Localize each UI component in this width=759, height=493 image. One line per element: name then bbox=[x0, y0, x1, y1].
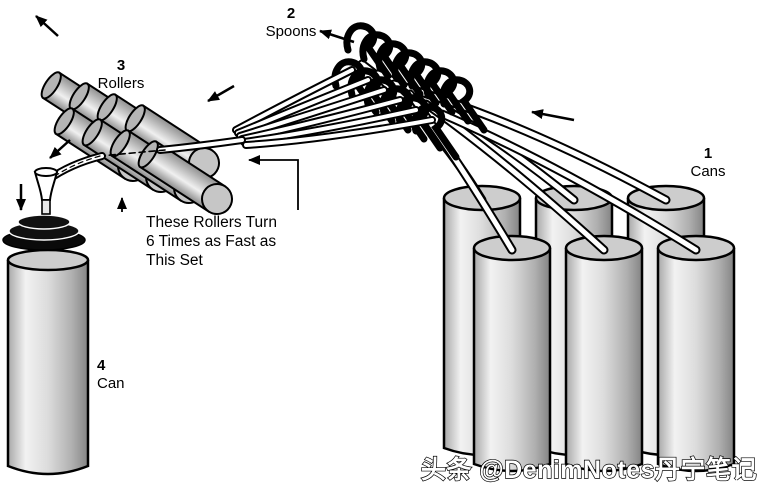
can-cylinder bbox=[656, 234, 736, 473]
label-rollers-text: Rollers bbox=[98, 75, 145, 92]
flow-arrow bbox=[49, 139, 71, 159]
callout: These Rollers Turn 6 Times as Fast as Th… bbox=[117, 155, 299, 269]
label-cans-text: Cans bbox=[690, 163, 725, 180]
label-cans-number: 1 bbox=[704, 145, 712, 162]
roller-set-front bbox=[53, 107, 233, 215]
flow-arrow bbox=[531, 109, 575, 122]
flow-arrows bbox=[16, 15, 575, 211]
supply-cans-front-row bbox=[472, 234, 736, 473]
flow-arrow bbox=[319, 29, 355, 44]
can-cylinder bbox=[472, 234, 552, 473]
spoons-group bbox=[335, 26, 484, 157]
flow-arrow bbox=[207, 84, 235, 103]
label-rollers-number: 3 bbox=[117, 57, 125, 74]
labels: 1 Cans 2 Spoons 3 Rollers 4 Can bbox=[97, 5, 726, 392]
label-can-number: 4 bbox=[97, 357, 106, 374]
label-can-text: Can bbox=[97, 375, 125, 392]
callout-text-line1: These Rollers Turn bbox=[146, 214, 277, 231]
can-cylinder bbox=[564, 234, 644, 473]
label-spoons-number: 2 bbox=[287, 5, 295, 22]
callout-text-line3: This Set bbox=[146, 252, 204, 269]
delivery-can bbox=[6, 248, 90, 476]
slivers-cans-to-spoons bbox=[357, 59, 701, 255]
roller bbox=[137, 140, 233, 215]
watermark-text: 头条 @DenimNotes丹宁笔记 bbox=[421, 455, 757, 484]
callout-text-line2: 6 Times as Fast as bbox=[146, 233, 276, 250]
slivers-spoons-to-rollers bbox=[232, 66, 436, 149]
label-spoons-text: Spoons bbox=[266, 23, 317, 40]
flow-arrow bbox=[35, 15, 59, 37]
coiler-plate bbox=[2, 214, 86, 251]
callout-pointer-line bbox=[248, 155, 299, 210]
trumpet-funnel bbox=[33, 167, 59, 215]
